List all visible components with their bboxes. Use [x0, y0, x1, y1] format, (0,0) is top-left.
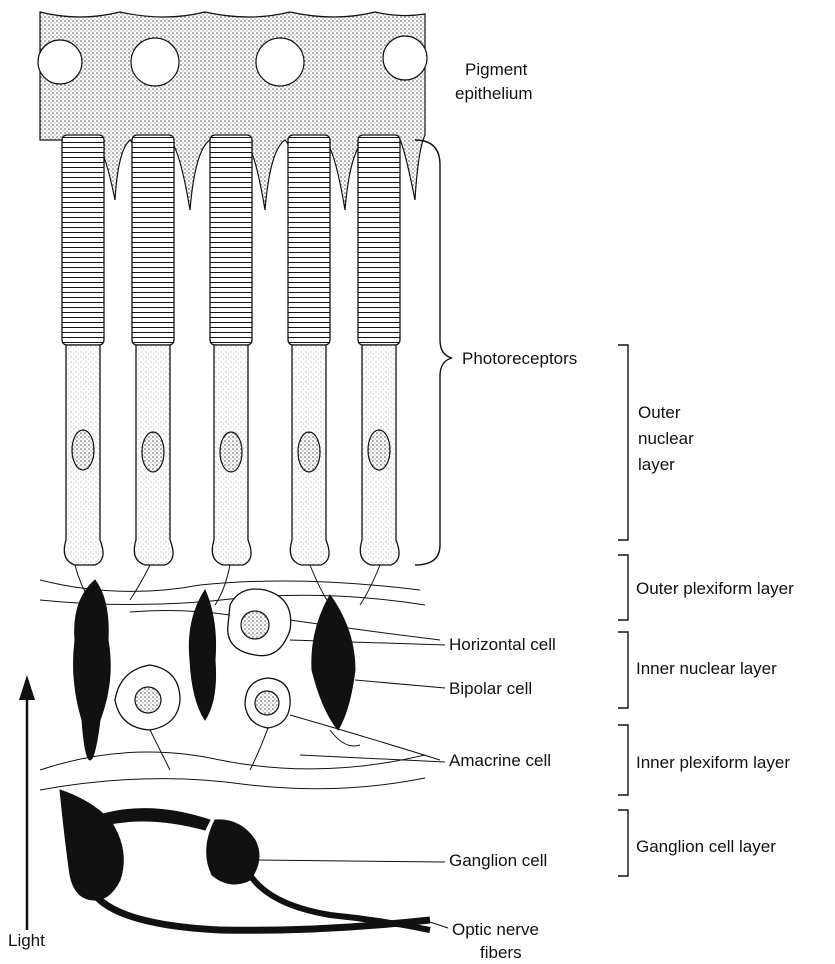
photoreceptor-rod-5: [358, 135, 400, 565]
label-inner-nuclear-layer: Inner nuclear layer: [636, 659, 777, 678]
label-bipolar-cell: Bipolar cell: [449, 679, 532, 698]
photoreceptor-cells: [62, 135, 400, 565]
label-inner-plexiform-layer: Inner plexiform layer: [636, 753, 790, 772]
label-ganglion-cell: Ganglion cell: [449, 851, 547, 870]
photoreceptors-brace: [415, 140, 452, 565]
amacrine-cells: [115, 665, 440, 760]
layer-brackets: [618, 345, 628, 876]
label-pigment-epithelium-2: epithelium: [455, 84, 533, 103]
bipolar-cells: [74, 580, 355, 760]
ganglion-cells: [60, 790, 259, 900]
label-outer-plexiform-layer: Outer plexiform layer: [636, 579, 794, 598]
photoreceptor-rod-3: [210, 135, 252, 565]
light-arrow: [19, 675, 35, 930]
photoreceptor-rod-4: [288, 135, 330, 565]
label-outer-nuclear-1: Outer: [638, 403, 681, 422]
label-pigment-epithelium-1: Pigment: [465, 60, 528, 79]
horizontal-cell: [130, 589, 440, 656]
label-amacrine-cell: Amacrine cell: [449, 751, 551, 770]
label-optic-nerve-1: Optic nerve: [452, 920, 539, 939]
label-light: Light: [8, 931, 45, 950]
optic-nerve-fibers: [95, 875, 430, 930]
label-photoreceptors: Photoreceptors: [462, 349, 577, 368]
label-ganglion-cell-layer: Ganglion cell layer: [636, 837, 776, 856]
photoreceptor-rod-1: [62, 135, 104, 565]
label-outer-nuclear-2: nuclear: [638, 429, 694, 448]
label-horizontal-cell: Horizontal cell: [449, 635, 556, 654]
label-optic-nerve-2: fibers: [480, 943, 522, 962]
photoreceptor-rod-2: [132, 135, 174, 565]
label-outer-nuclear-3: layer: [638, 455, 675, 474]
